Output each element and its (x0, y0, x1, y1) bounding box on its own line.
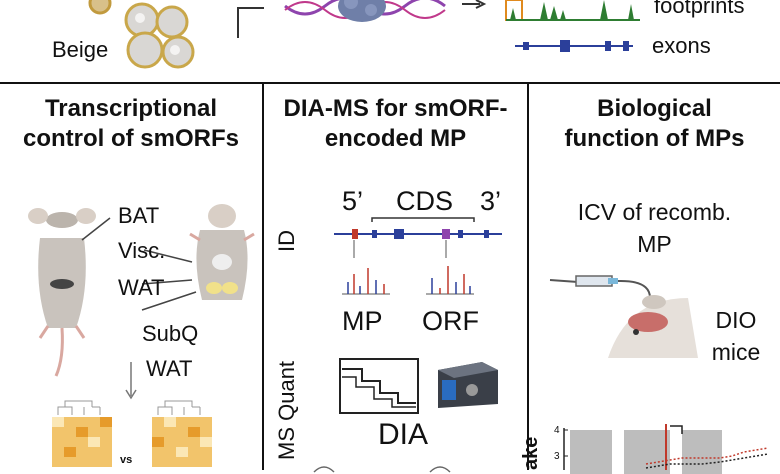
dia-windows-diagram (339, 358, 419, 414)
icv-line-2: MP (637, 231, 672, 257)
visceral-wat-label: WAT (118, 275, 165, 300)
orf-spectrum (426, 266, 474, 295)
side-label-id: ID (274, 230, 299, 252)
icv-description: ICV of recomb. MP (529, 196, 780, 260)
heatmap-right (152, 400, 212, 467)
y-tick-3: 3 (554, 451, 560, 462)
dio-mice-label: DIO mice (706, 304, 766, 368)
panel-1-title: Transcriptional control of smORFs (0, 94, 262, 154)
vertical-divider-left (262, 84, 264, 470)
subq-label: SubQ (142, 321, 199, 346)
three-prime-label: 3’ (480, 186, 502, 216)
mp-label: MP (342, 306, 383, 336)
gene-model (334, 217, 502, 258)
panel-2-title-line-1: DIA-MS for smORF- (283, 95, 508, 122)
exons-label: exons (652, 33, 711, 58)
panel-3-title-line-1: Biological (597, 95, 712, 122)
vertical-divider-right (527, 84, 529, 470)
mouse-ventral-illustration (189, 204, 255, 300)
dio-line-1: DIO (715, 307, 757, 333)
down-arrow-icon (125, 362, 137, 400)
arrow-icon (462, 0, 487, 9)
vs-label: vs (120, 454, 133, 466)
heatmap-left (52, 400, 112, 467)
dio-line-2: mice (711, 339, 761, 365)
orf-label: ORF (422, 306, 479, 336)
tissue-pointers (81, 217, 197, 311)
panel-1-title-line-1: Transcriptional (44, 95, 218, 122)
ribosome-illustration (284, 0, 446, 22)
icv-injection-illustration (549, 275, 698, 358)
side-label-ms-quant: MS Quant (274, 360, 299, 460)
intake-axis-label: ake (520, 436, 542, 470)
exons-track (515, 40, 633, 52)
beige-label: Beige (52, 37, 109, 62)
intake-plot (563, 424, 769, 474)
panel-2-title: DIA-MS for smORF- encoded MP (264, 94, 527, 154)
cds-label: CDS (396, 186, 454, 216)
panel-3-title-line-2: function of MPs (564, 125, 745, 152)
footprints-track (505, 0, 640, 21)
mass-spectrometer-illustration (438, 362, 498, 408)
mp-spectrum (342, 268, 390, 295)
dia-label: DIA (378, 418, 429, 451)
beige-adipocytes-illustration (88, 0, 195, 69)
connector-bracket (237, 7, 264, 38)
panel-1-title-line-2: control of smORFs (22, 125, 239, 152)
panel-3-title: Biological function of MPs (529, 94, 780, 154)
five-prime-label: 5’ (342, 186, 364, 216)
visceral-label: Visc. (118, 238, 166, 263)
bat-label: BAT (118, 203, 160, 228)
y-tick-4: 4 (554, 425, 560, 436)
icv-line-1: ICV of recomb. (577, 199, 732, 225)
mouse-dorsal-illustration (28, 208, 96, 377)
bottom-circles (313, 466, 451, 473)
subq-wat-label: WAT (146, 356, 193, 381)
footprints-label: footprints (654, 0, 745, 18)
horizontal-divider (0, 82, 780, 84)
panel-2-title-line-2: encoded MP (324, 125, 467, 152)
